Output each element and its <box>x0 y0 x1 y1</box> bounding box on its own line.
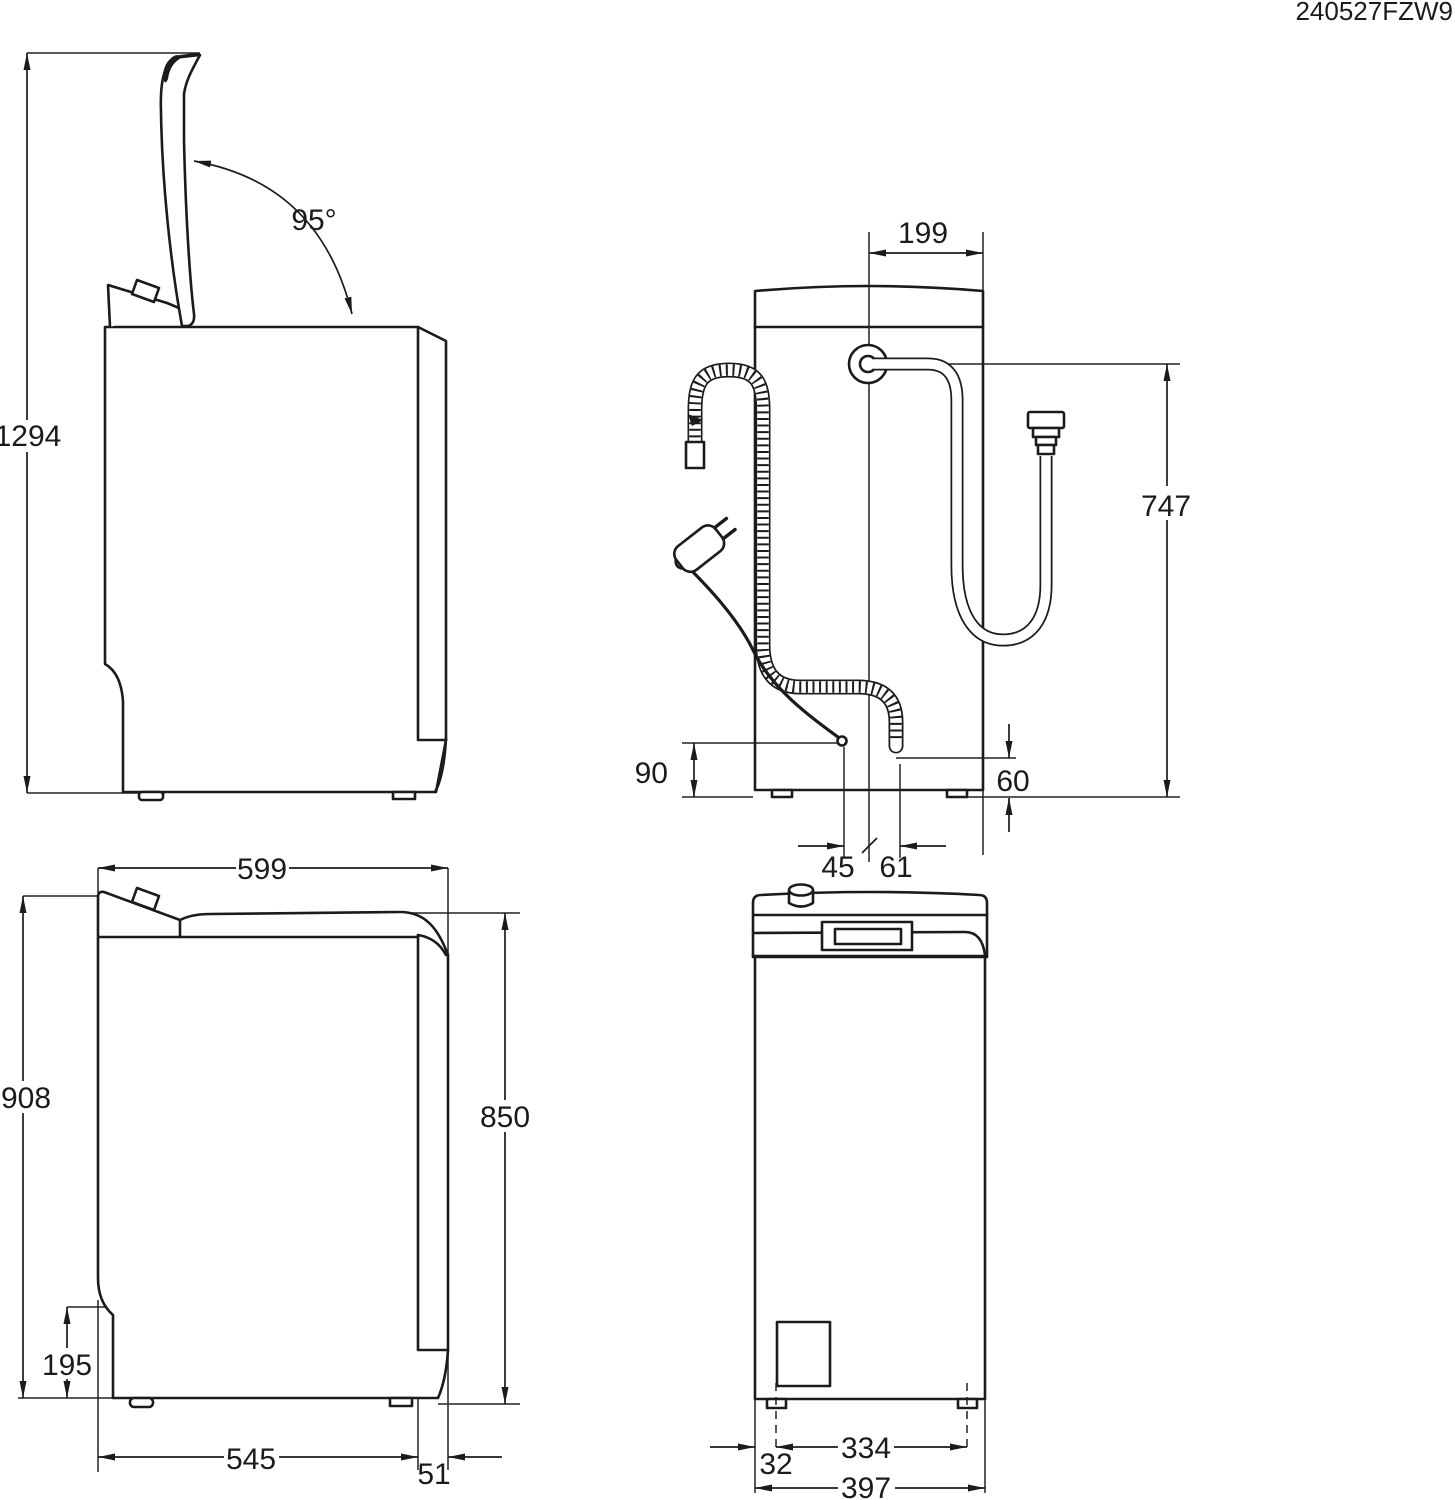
dim-front-recess: 195 <box>41 1307 94 1398</box>
washer-body-front <box>753 955 987 1410</box>
dim-label-51: 51 <box>417 1458 450 1491</box>
drain-hose-clip <box>688 414 703 426</box>
washer-body-side-closed <box>96 886 450 1409</box>
product-code: 240527FZW9 <box>1295 0 1453 26</box>
inlet-hose <box>872 357 1066 647</box>
dim-label-199: 199 <box>898 217 948 250</box>
dim-base-depth: 545 <box>98 1442 418 1476</box>
dim-label-397: 397 <box>841 1472 891 1500</box>
top-cap <box>751 883 989 959</box>
dim-label-60: 60 <box>996 765 1029 798</box>
dim-label-908: 908 <box>1 1082 51 1115</box>
lid-angle-annotation: 95° <box>193 160 353 315</box>
dim-label-747: 747 <box>1141 490 1191 523</box>
dim-foot-inset: 32 <box>710 1443 793 1481</box>
dim-label-195: 195 <box>42 1349 92 1382</box>
dim-label-95deg: 95° <box>291 204 336 237</box>
dim-label-545: 545 <box>226 1443 276 1476</box>
dim-cord-drain-offsets: 45 61 <box>798 747 946 884</box>
side-view-lid-open: 1294 95° <box>0 52 448 802</box>
rear-left-foot <box>770 788 794 799</box>
panel-button-closed <box>130 886 161 912</box>
dim-total-height: 908 <box>0 896 52 1398</box>
drain-hose-end-cap <box>684 440 706 470</box>
dim-label-61: 61 <box>879 851 912 884</box>
rear-foot <box>391 790 417 801</box>
rear-view: 199 747 90 60 45 61 <box>635 217 1194 884</box>
control-knob <box>787 883 815 908</box>
drain-hose <box>684 362 904 754</box>
power-cord <box>673 516 848 747</box>
drain-filter-door <box>775 1320 832 1388</box>
open-lid <box>159 52 202 328</box>
washer-body-side <box>103 278 448 802</box>
dim-width: 397 <box>755 1472 985 1500</box>
lid-handle-edge <box>163 55 183 83</box>
front-view: 334 32 397 <box>710 883 989 1500</box>
rear-right-foot <box>945 788 969 799</box>
side-view-lid-closed: 599 908 850 195 545 51 <box>0 853 532 1491</box>
dim-feet-spacing: 334 <box>776 1432 967 1465</box>
panel-button <box>130 278 161 304</box>
dim-total-height-open: 1294 <box>0 52 200 794</box>
front-foot <box>137 790 165 802</box>
front-foot-closed <box>128 1396 155 1409</box>
dim-rear-clearance: 51 <box>417 1453 502 1491</box>
dim-label-90: 90 <box>635 757 668 790</box>
dim-label-45: 45 <box>821 851 854 884</box>
power-plug <box>673 516 737 574</box>
dim-label-334: 334 <box>841 1432 891 1465</box>
dim-label-850: 850 <box>480 1101 530 1134</box>
dim-inlet-height: 747 <box>1140 364 1194 797</box>
dim-label-599: 599 <box>237 853 287 886</box>
cord-exit-point <box>836 735 848 747</box>
dim-body-height: 850 <box>478 913 532 1404</box>
lid-handle <box>820 920 914 952</box>
dim-cord-exit-height: 90 <box>635 743 698 797</box>
dim-inlet-offset: 199 <box>869 217 983 257</box>
dim-drain-exit-height: 60 <box>896 724 1030 832</box>
dim-label-32: 32 <box>759 1448 792 1481</box>
rear-foot-closed <box>388 1396 414 1408</box>
dim-label-1294: 1294 <box>0 420 61 453</box>
inlet-hose-connector <box>1026 410 1066 456</box>
dim-depth: 599 <box>98 853 448 886</box>
